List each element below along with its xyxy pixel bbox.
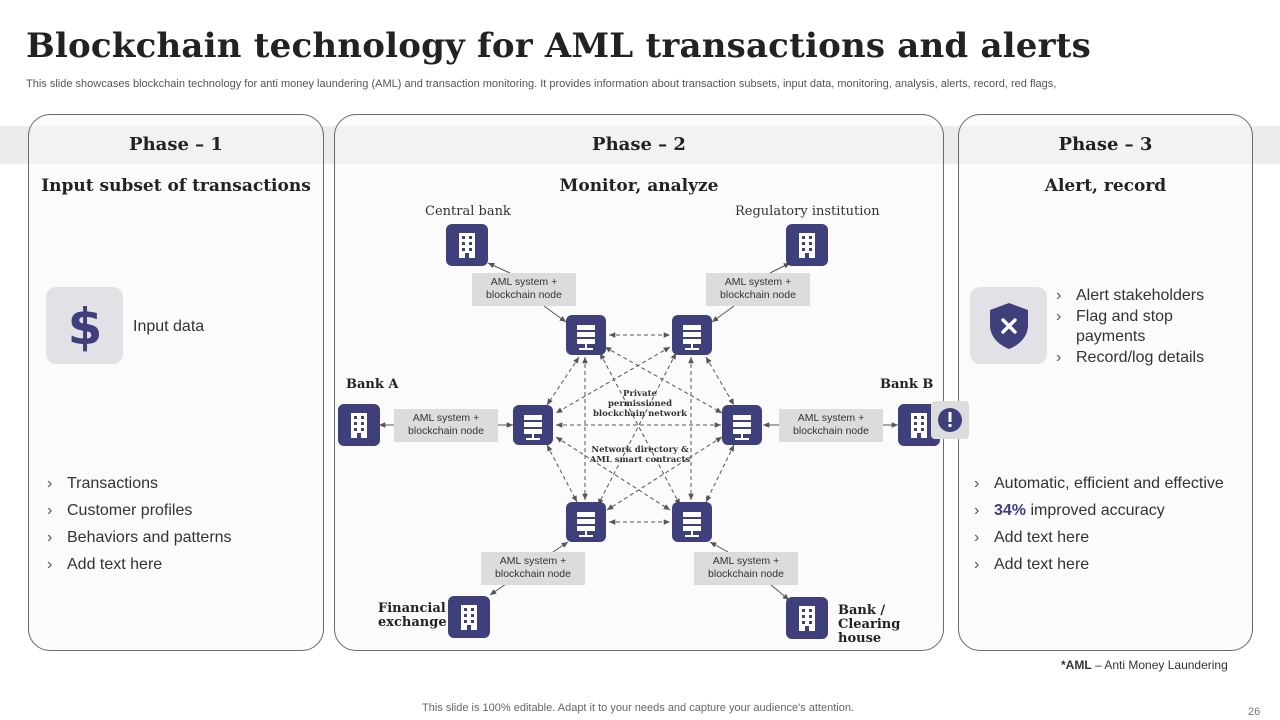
list-item: Flag and stop payments — [1056, 307, 1236, 347]
private-network-label: Private permissioned blockchain network — [592, 389, 687, 419]
phase3-top-bullet-list: Alert stakeholders Flag and stop payment… — [1056, 286, 1236, 369]
slide-subtitle: This slide showcases blockchain technolo… — [26, 78, 1057, 90]
aml-node-box: AML system + blockchain node — [706, 273, 810, 306]
shield-x-icon — [989, 302, 1028, 349]
bank-a-label: Bank A — [346, 377, 399, 392]
financial-exchange-label: Financial exchange — [378, 601, 447, 630]
shield-icon-box — [970, 287, 1047, 364]
list-item: Add text here — [974, 555, 1224, 582]
clearing-house-label: Bank / Clearing house — [838, 603, 901, 646]
list-item: 34% improved accuracy — [974, 501, 1224, 528]
list-item: Behaviors and patterns — [47, 528, 232, 555]
list-item: Add text here — [974, 528, 1224, 555]
aml-node-box: AML system + blockchain node — [472, 273, 576, 306]
dollar-icon: $ — [67, 300, 102, 352]
list-item: Add text here — [47, 555, 232, 582]
svg-text:$: $ — [67, 300, 102, 352]
phase2-section-title: Monitor, analyze — [559, 176, 719, 196]
dollar-icon-box: $ — [46, 287, 123, 364]
phase2-heading: Phase – 2 — [592, 134, 686, 155]
list-item: Transactions — [47, 474, 232, 501]
phase1-bullet-list: Transactions Customer profiles Behaviors… — [47, 474, 232, 582]
network-directory-label: Network directory & AML smart contracts — [589, 445, 691, 465]
slide-footer: This slide is 100% editable. Adapt it to… — [422, 702, 854, 714]
regulatory-institution-label: Regulatory institution — [735, 204, 880, 219]
list-item: Customer profiles — [47, 501, 232, 528]
aml-node-box: AML system + blockchain node — [694, 552, 798, 585]
input-data-label: Input data — [133, 318, 205, 335]
central-bank-label: Central bank — [425, 204, 511, 219]
bank-b-label: Bank B — [880, 377, 934, 392]
page-number: 26 — [1248, 706, 1261, 718]
aml-node-box: AML system + blockchain node — [481, 552, 585, 585]
list-item: Automatic, efficient and effective — [974, 474, 1224, 501]
aml-node-box: AML system + blockchain node — [779, 409, 883, 442]
aml-node-box: AML system + blockchain node — [394, 409, 498, 442]
accuracy-highlight: 34% — [994, 502, 1027, 519]
slide-title: Blockchain technology for AML transactio… — [26, 26, 1091, 66]
phase1-heading: Phase – 1 — [129, 134, 223, 155]
list-item: Alert stakeholders — [1056, 286, 1236, 306]
phase1-section-title: Input subset of transactions — [41, 176, 311, 196]
phase3-bottom-bullet-list: Automatic, efficient and effective 34% i… — [974, 474, 1224, 582]
phase3-section-title: Alert, record — [1044, 176, 1167, 196]
phase3-heading: Phase – 3 — [1058, 134, 1153, 155]
list-item: Record/log details — [1056, 348, 1236, 368]
aml-footnote: *AML – Anti Money Laundering — [1061, 658, 1228, 672]
